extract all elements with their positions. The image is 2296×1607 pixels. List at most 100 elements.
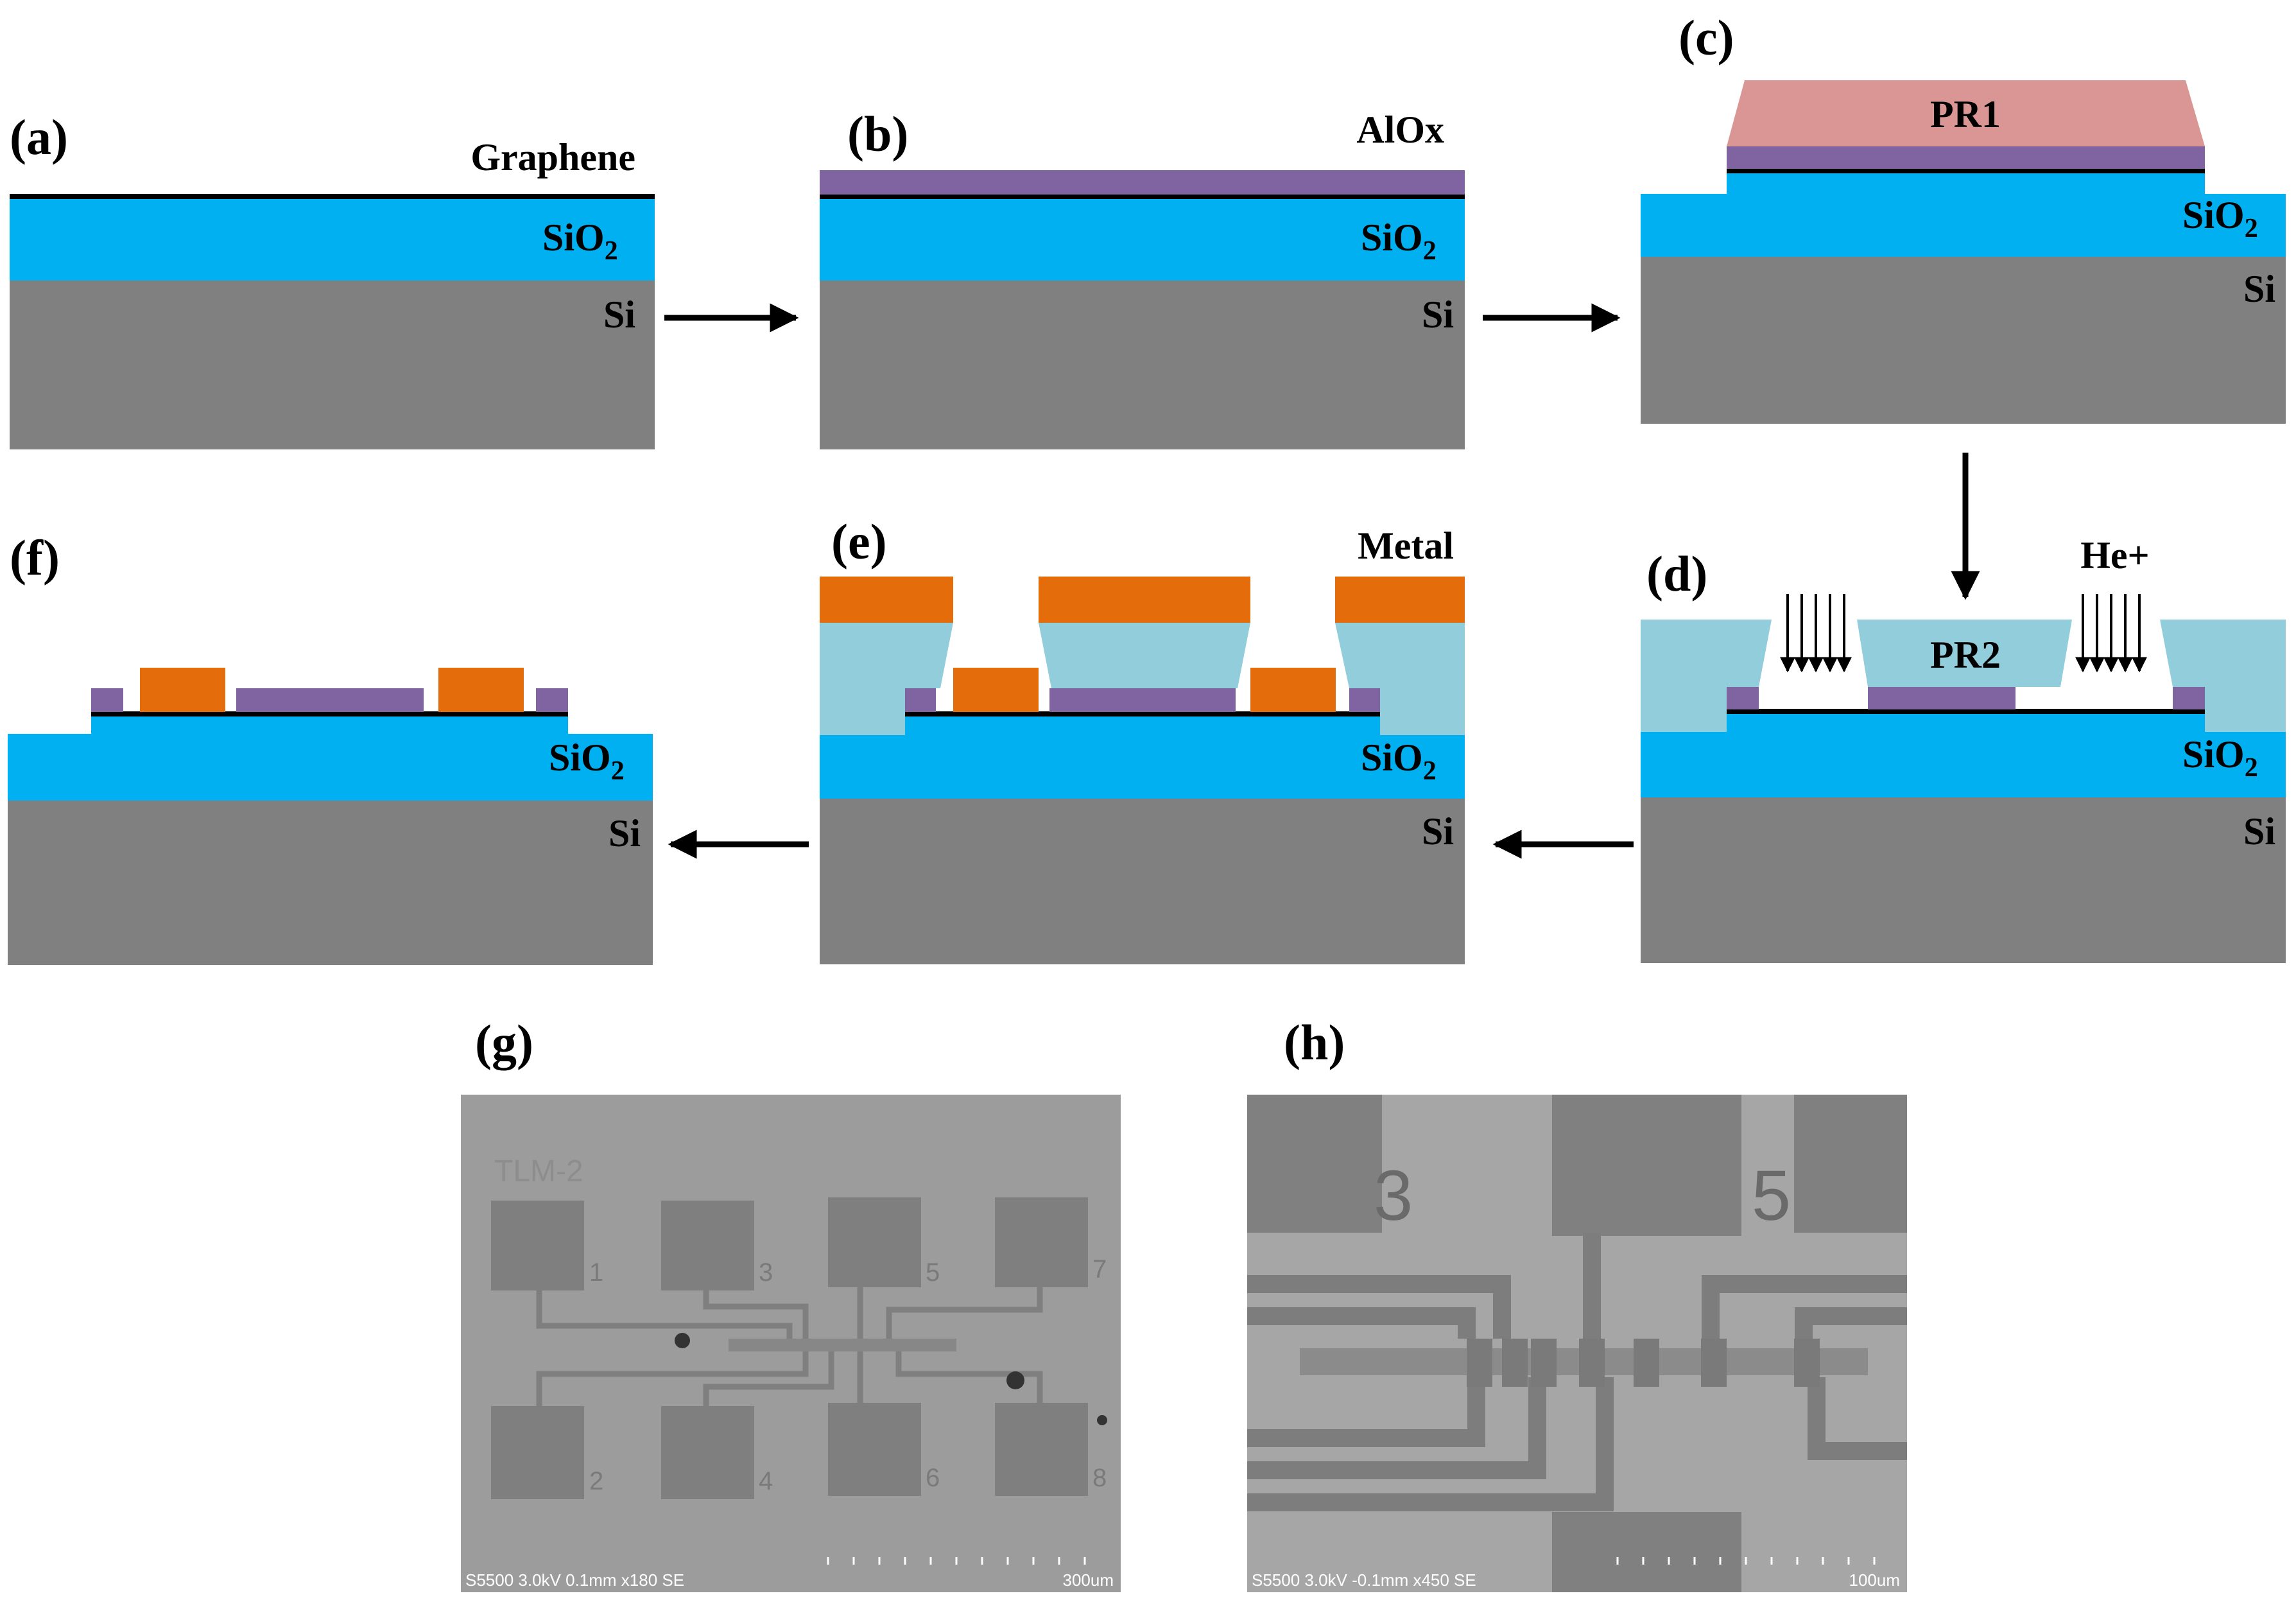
sio2-label: SiO2 bbox=[2182, 733, 2258, 783]
trace bbox=[1247, 1377, 1614, 1511]
channel-contact bbox=[1531, 1339, 1557, 1387]
graphene-layer bbox=[1727, 168, 2205, 173]
channel-contact bbox=[1634, 1339, 1659, 1387]
sio2-label-main: SiO bbox=[1361, 216, 1423, 259]
trace bbox=[703, 1351, 834, 1406]
sem-micrograph-g: (g) TLM-2 1 bbox=[461, 1014, 1121, 1592]
metal-contact-right bbox=[1250, 668, 1336, 712]
graphene-layer bbox=[91, 711, 568, 717]
metal-on-pr-right bbox=[1335, 577, 1465, 623]
panel-b-tag: (b) bbox=[847, 106, 908, 162]
pr2-center bbox=[1039, 623, 1250, 688]
channel-contact bbox=[1794, 1339, 1820, 1387]
sio2-label-sub: 2 bbox=[1423, 756, 1437, 786]
alox-remnant-left bbox=[1727, 687, 1759, 709]
panel-b: (b) AlOx SiO2 Si bbox=[820, 106, 1465, 449]
trace bbox=[1247, 1377, 1485, 1447]
graphene-channel-strip bbox=[729, 1339, 956, 1351]
pad-number: 6 bbox=[926, 1464, 940, 1492]
metal-contact-right bbox=[438, 668, 524, 712]
pr2-center bbox=[1857, 620, 2072, 687]
metal-on-pr-center bbox=[1039, 577, 1250, 623]
panel-c-tag: (c) bbox=[1679, 10, 1734, 65]
pr2-right bbox=[2160, 620, 2286, 732]
channel-contact bbox=[1579, 1339, 1605, 1387]
pad-number: 5 bbox=[1752, 1156, 1791, 1235]
trace bbox=[1702, 1275, 1907, 1339]
panel-d: (d) PR2 He+ SiO2 Si bbox=[1641, 534, 2286, 963]
metal-contact-left bbox=[140, 668, 225, 712]
alox-remnant-right bbox=[2173, 687, 2205, 709]
scale-label: 300um bbox=[1063, 1570, 1114, 1590]
sio2-label: SiO2 bbox=[549, 736, 625, 786]
sem-info-bar: S5500 3.0kV -0.1mm x450 SE bbox=[1252, 1570, 1476, 1590]
contact-pad bbox=[995, 1197, 1088, 1287]
contact-pad bbox=[661, 1201, 754, 1290]
si-label: Si bbox=[1422, 810, 1454, 853]
alox-channel bbox=[236, 688, 424, 712]
sem-h-tag: (h) bbox=[1284, 1014, 1345, 1070]
pad-number: 4 bbox=[759, 1467, 773, 1495]
panel-f-tag: (f) bbox=[10, 530, 60, 586]
alox-layer bbox=[820, 170, 1465, 195]
panel-f: (f) SiO2 Si bbox=[8, 530, 653, 965]
sio2-label: SiO2 bbox=[2182, 194, 2258, 243]
trace bbox=[1808, 1377, 1907, 1460]
alox-channel bbox=[1868, 687, 2015, 709]
alox-remnant-right bbox=[536, 688, 568, 712]
sio2-label-main: SiO bbox=[1361, 736, 1423, 779]
contact-pad bbox=[828, 1403, 921, 1496]
contact-pad bbox=[828, 1197, 921, 1287]
si-label: Si bbox=[609, 812, 641, 855]
sio2-label: SiO2 bbox=[542, 216, 618, 266]
pad-number: 2 bbox=[589, 1467, 603, 1495]
alox-layer bbox=[1727, 146, 2205, 169]
metal-contact-left bbox=[953, 668, 1039, 712]
scale-bar bbox=[827, 1557, 1086, 1565]
si-label: Si bbox=[2243, 810, 2275, 853]
graphene-label: Graphene bbox=[470, 136, 635, 178]
channel-contact bbox=[1701, 1339, 1727, 1387]
trace bbox=[536, 1290, 793, 1339]
pad-numbers: 1 3 5 7 2 4 6 8 bbox=[589, 1255, 1107, 1495]
alox-channel bbox=[1049, 688, 1236, 712]
contact-pad bbox=[995, 1403, 1088, 1496]
alox-remnant-left bbox=[91, 688, 123, 712]
channel-contacts bbox=[1467, 1339, 1820, 1387]
debris-particle bbox=[1006, 1371, 1024, 1389]
panel-d-tag: (d) bbox=[1646, 546, 1707, 602]
trace bbox=[1247, 1377, 1546, 1479]
contact-pad bbox=[1794, 1095, 1907, 1233]
trace bbox=[536, 1351, 809, 1406]
contact-pad bbox=[1552, 1095, 1741, 1236]
interconnect-traces bbox=[1247, 1233, 1907, 1511]
sem-micrograph-h: (h) 3 5 S55 bbox=[1247, 1014, 1907, 1592]
sem-g-tag: (g) bbox=[475, 1014, 533, 1070]
sio2-layer bbox=[8, 716, 653, 801]
interconnect-traces bbox=[536, 1287, 1043, 1406]
sio2-label: SiO2 bbox=[1361, 736, 1437, 786]
scale-label: 100um bbox=[1849, 1570, 1901, 1590]
pad-number: 3 bbox=[759, 1258, 773, 1287]
si-label: Si bbox=[1422, 293, 1454, 336]
trace bbox=[886, 1287, 1043, 1339]
channel-contact bbox=[1467, 1339, 1492, 1387]
contact-pad bbox=[491, 1406, 584, 1499]
sem-info-bar: S5500 3.0kV 0.1mm x180 SE bbox=[465, 1570, 684, 1590]
pad-number: 5 bbox=[926, 1258, 940, 1287]
sio2-layer bbox=[820, 197, 1465, 281]
channel-contact bbox=[1502, 1339, 1528, 1387]
alox-remnant-right bbox=[1349, 688, 1380, 712]
debris-particle bbox=[1097, 1415, 1107, 1425]
trace bbox=[1247, 1275, 1511, 1339]
sio2-label-main: SiO bbox=[542, 216, 605, 259]
he-ion-label: He+ bbox=[2080, 534, 2150, 577]
sio2-label-sub: 2 bbox=[1423, 236, 1437, 266]
graphene-layer bbox=[1727, 709, 2205, 714]
pr2-label: PR2 bbox=[1930, 634, 2001, 676]
panel-a: (a) Graphene SiO2 Si bbox=[10, 109, 655, 449]
metal-label: Metal bbox=[1358, 525, 1454, 567]
trace bbox=[1795, 1307, 1907, 1339]
sio2-label-main: SiO bbox=[549, 736, 611, 779]
